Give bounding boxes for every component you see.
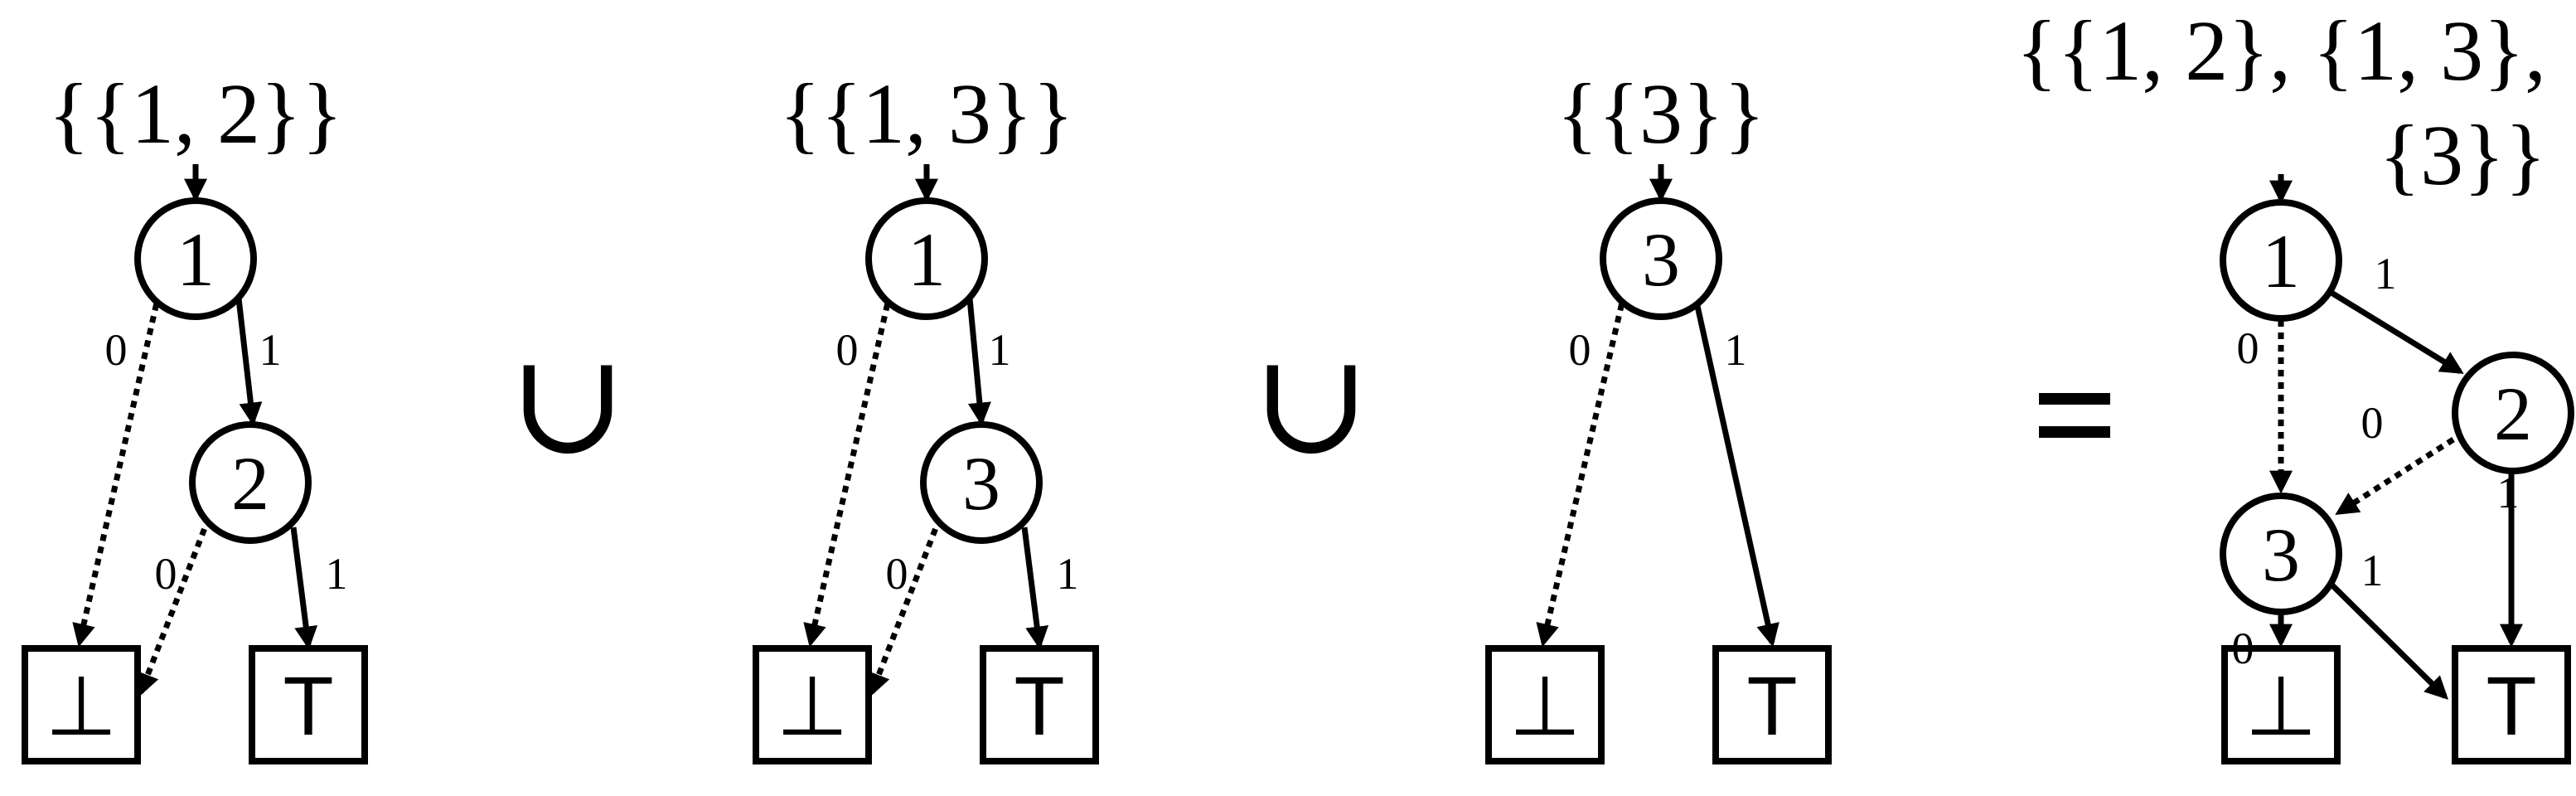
edge-label: 0 — [155, 549, 177, 599]
node-circle — [1600, 197, 1722, 320]
edge-label: 0 — [836, 325, 859, 375]
terminal-top-label: T — [2486, 660, 2536, 753]
terminal-top-box — [2452, 645, 2571, 764]
edge-label: 1 — [1057, 549, 1079, 599]
node-circle — [865, 197, 988, 320]
edge-label: 1 — [1725, 325, 1747, 375]
edge-label: 0 — [105, 325, 128, 375]
terminal-top-box — [1712, 645, 1832, 764]
edge-0-dotted — [868, 516, 943, 697]
union-operator: ∪ — [509, 327, 627, 483]
edge-label: 1 — [2375, 249, 2397, 298]
equals-operator: = — [2039, 393, 2110, 438]
result-diagram: {{1, 2}, {1, 3}, {3}} 1 2 3 ⊥ T 1 0 0 1 … — [2016, 3, 2574, 764]
terminal-bottom-box — [753, 645, 872, 764]
union-operator: ∪ — [1252, 327, 1370, 483]
set-label-line-1: {{1, 2}, {1, 3}, — [2016, 3, 2546, 99]
set-label: {{1, 3}} — [779, 66, 1074, 162]
edge-label: 0 — [2361, 398, 2384, 448]
edge-0-dotted — [137, 516, 212, 697]
edge-label: 0 — [2232, 624, 2254, 673]
node-label: 1 — [177, 217, 215, 302]
node-circle — [189, 421, 312, 544]
terminal-bottom-box — [1485, 645, 1605, 764]
edge-0-dotted — [1536, 291, 1628, 648]
set-label: {{1, 2}} — [48, 66, 343, 162]
terminal-top-box — [249, 645, 368, 764]
edge-1-solid — [2326, 288, 2464, 374]
edge-label: 0 — [886, 549, 908, 599]
terminal-bottom-label: ⊥ — [1508, 660, 1581, 753]
edge-label: 1 — [2497, 468, 2520, 517]
diagram-2: {{1, 3}} 1 3 ⊥ T 0 1 0 1 — [753, 66, 1099, 764]
terminal-bottom-label: ⊥ — [45, 660, 117, 753]
edge-label: 0 — [2237, 323, 2259, 373]
edge-label: 0 — [1569, 325, 1591, 375]
edge-label: 1 — [259, 325, 282, 375]
terminal-top-box — [980, 645, 1099, 764]
terminal-bottom-label: ⊥ — [776, 660, 848, 753]
edge-0-dotted — [2335, 437, 2455, 516]
edge-1-solid — [1021, 527, 1049, 650]
diagram-1: {{1, 2}} 1 2 ⊥ T 0 1 0 1 — [22, 66, 368, 764]
diagram-3: {{3}} 3 ⊥ T 0 1 — [1485, 66, 1832, 764]
terminal-bottom-label: ⊥ — [2244, 660, 2317, 753]
edge-1-solid — [1692, 298, 1779, 648]
set-label-line-2: {3}} — [2379, 108, 2546, 203]
terminal-top-label: T — [283, 660, 333, 753]
node-circle — [920, 421, 1043, 544]
edge-1-solid — [290, 527, 318, 650]
edge-1-solid — [235, 298, 263, 426]
node-label: 2 — [2494, 371, 2532, 456]
node-label: 3 — [962, 441, 1000, 526]
edge-label: 1 — [2361, 546, 2384, 595]
node-circle — [2452, 352, 2574, 474]
edge-0-dotted — [72, 291, 162, 648]
edge-0-dotted — [803, 291, 893, 648]
edge-1-solid — [966, 298, 991, 426]
terminal-bottom-box — [22, 645, 141, 764]
terminal-top-label: T — [1746, 660, 1797, 753]
edge-label: 1 — [989, 325, 1011, 375]
set-label: {{3}} — [1557, 66, 1765, 162]
node-label: 3 — [1642, 217, 1680, 302]
node-circle — [2220, 199, 2342, 322]
node-label: 1 — [908, 217, 946, 302]
node-circle — [2220, 493, 2342, 615]
edge-1-solid — [2325, 578, 2448, 700]
node-label: 1 — [2262, 219, 2300, 303]
terminal-bottom-box — [2221, 645, 2341, 764]
node-label: 2 — [231, 441, 269, 526]
terminal-top-label: T — [1014, 660, 1064, 753]
node-label: 3 — [2262, 512, 2300, 597]
node-circle — [134, 197, 257, 320]
edge-label: 1 — [326, 549, 348, 599]
